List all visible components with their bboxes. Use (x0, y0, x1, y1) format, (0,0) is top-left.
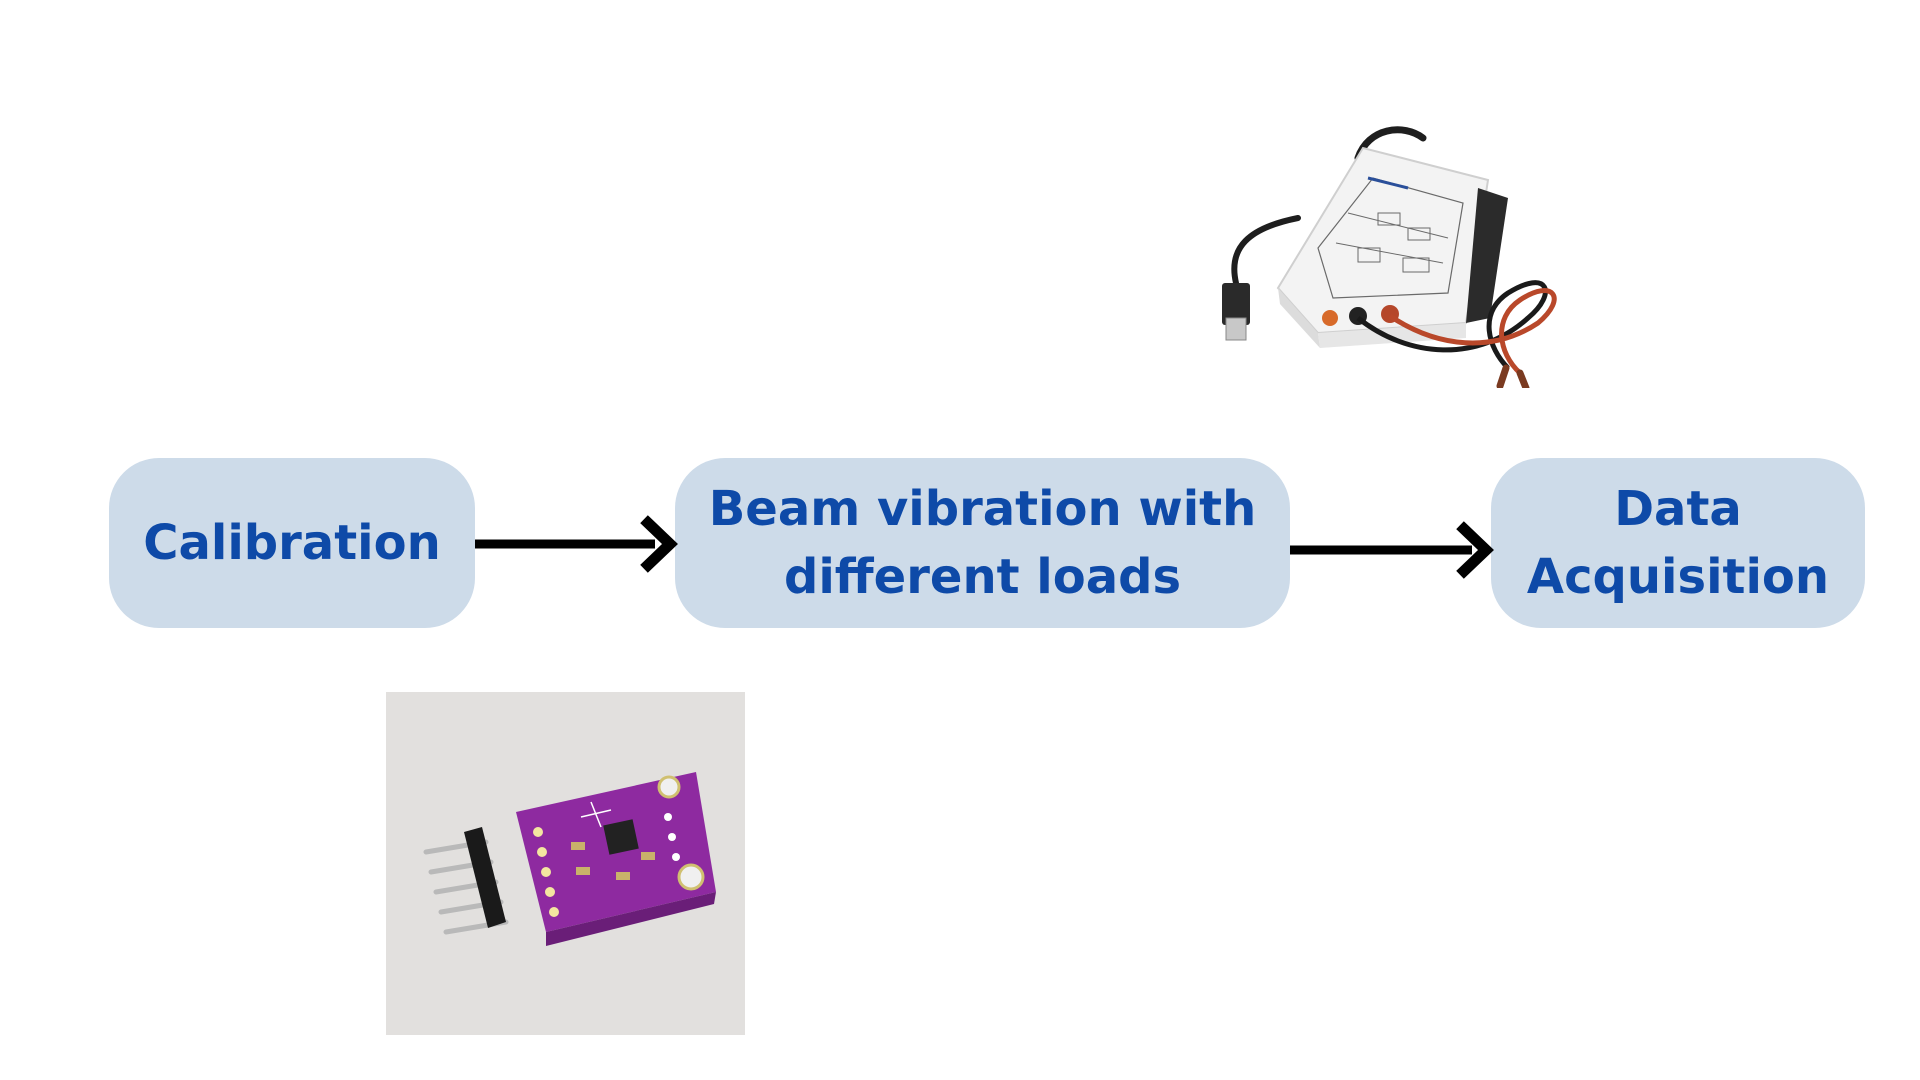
step-calibration-label: Calibration (143, 515, 441, 571)
step-calibration: Calibration (109, 458, 475, 628)
accelerometer-sensor-icon (386, 692, 745, 1035)
step-beam-vibration-label: Beam vibration with different loads (708, 481, 1257, 605)
arrow-beam-to-data-acquisition (1290, 521, 1494, 579)
arrow-calibration-to-beam (475, 515, 678, 573)
step-data-acquisition: Data Acquisition (1491, 458, 1865, 628)
step-beam-vibration: Beam vibration with different loads (675, 458, 1290, 628)
step-data-acquisition-label: Data Acquisition (1526, 481, 1830, 605)
data-acquisition-device-icon (1222, 126, 1557, 388)
